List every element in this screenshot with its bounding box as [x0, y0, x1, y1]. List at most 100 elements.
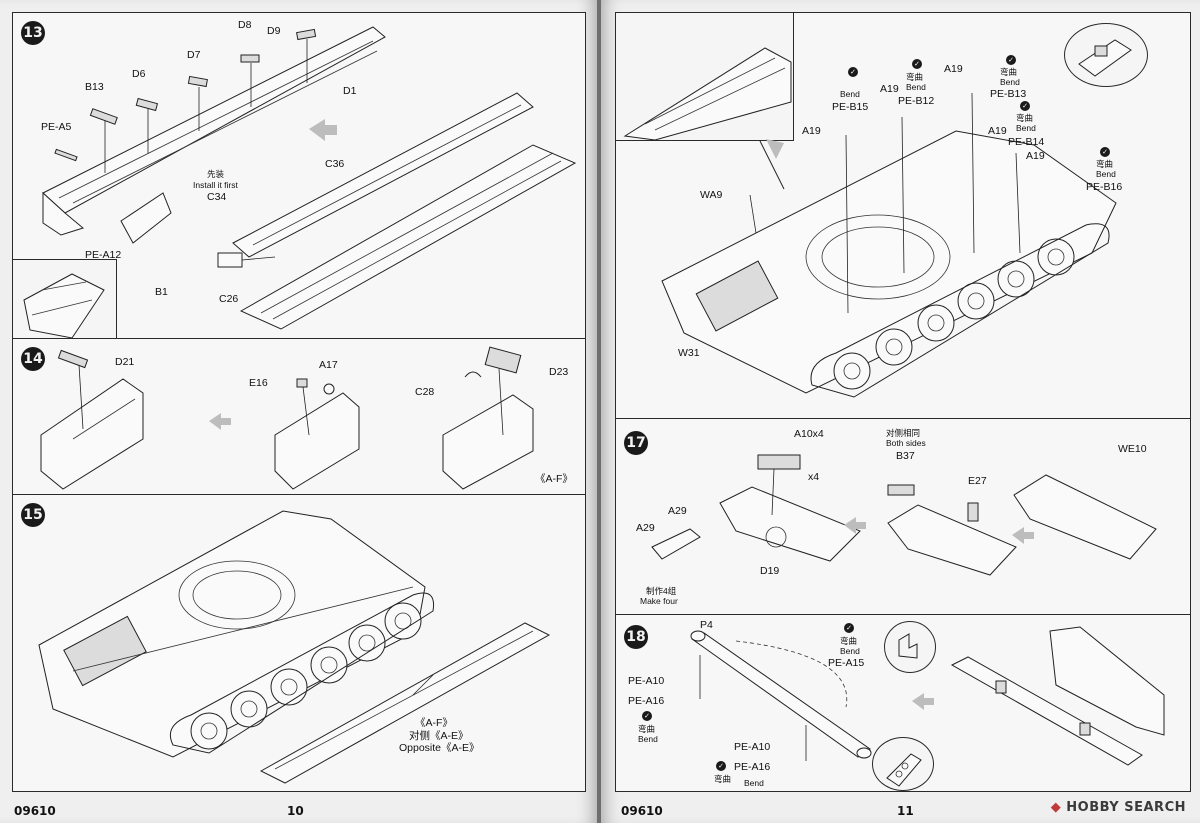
ref-a-f-main: 《A-F》 [415, 717, 453, 729]
label-a10x4: A10x4 [794, 428, 824, 440]
road-wheels [833, 238, 1075, 390]
make-four-cn: 制作4组 [646, 586, 677, 596]
left-page: 13 [0, 0, 597, 823]
bend-en: Bend [744, 778, 764, 788]
watermark-logo-icon: ◆ [1050, 800, 1062, 815]
bend-cn: 弯曲 [1096, 159, 1114, 169]
label-w31: W31 [678, 347, 700, 359]
pe-a12-detail-drawing [23, 273, 105, 339]
bend-icon: ✓ [1020, 101, 1030, 111]
bend-en: Bend [1016, 123, 1036, 133]
step-14-panel: 14 D21 A17 E16 C28 [12, 338, 586, 496]
step-13-drawing [42, 26, 577, 330]
label-pe-a12: PE-A12 [85, 249, 122, 261]
pe-a15-detail-inset [884, 621, 936, 673]
label-pe-b14: PE-B14 [1008, 136, 1045, 148]
bend-icon: ✓ [848, 67, 858, 77]
label-b1: B1 [155, 286, 168, 298]
hinge-detail-drawing [1078, 39, 1132, 77]
label-pe-a5: PE-A5 [41, 121, 72, 133]
site-watermark: ◆ HOBBY SEARCH [1051, 800, 1186, 815]
road-wheels [190, 602, 422, 750]
label-x4: x4 [808, 471, 820, 483]
label-pe-b16: PE-B16 [1086, 181, 1123, 193]
label-a17: A17 [319, 359, 338, 371]
label-pe-a10: PE-A10 [628, 675, 665, 687]
bend-en: Bend [906, 82, 926, 92]
opposite-cn: 对侧《A-E》 [409, 730, 469, 742]
bend-cn: 弯曲 [1016, 113, 1034, 123]
label-d19: D19 [760, 565, 780, 577]
label-b13: B13 [85, 81, 104, 93]
bend-cn: 弯曲 [638, 724, 656, 734]
label-pe-a10: PE-A10 [734, 741, 771, 753]
bend-en: Bend [638, 734, 658, 744]
step-13-panel: 13 [12, 12, 586, 340]
step-18-drawing [690, 626, 1165, 766]
bend-cn: 弯曲 [840, 636, 858, 646]
step-number: 14 [21, 347, 45, 371]
step-15-panel: 15 [12, 494, 586, 792]
label-pe-a16: PE-A16 [734, 761, 771, 773]
catalog-number-left: 09610 [14, 804, 56, 818]
watermark-suffix: SEARCH [1124, 800, 1186, 815]
step-16-drawing [661, 92, 1117, 398]
pe-a12-detail-inset [13, 259, 117, 339]
label-a19: A19 [988, 125, 1007, 137]
bend-icon: ✓ [1006, 55, 1016, 65]
ref-a-f: 《A-F》 [535, 473, 573, 485]
bend-cn: 弯曲 [714, 774, 732, 784]
step-15-drawing [38, 510, 551, 784]
pe-a16-detail-drawing [886, 753, 922, 787]
step-18-panel: 18 [615, 614, 1191, 792]
step-17-panel: 17 A10x4 x4 A29 A29 制 [615, 418, 1191, 616]
bend-cn: 弯曲 [906, 72, 924, 82]
step-number: 15 [21, 503, 45, 527]
bend-icon: ✓ [844, 623, 854, 633]
catalog-number-right: 09610 [621, 804, 663, 818]
label-pe-a15: PE-A15 [828, 657, 865, 669]
hinge-detail-inset [1064, 23, 1148, 87]
watermark-brand: HOBBY [1066, 800, 1120, 815]
opposite-en: Opposite《A-E》 [399, 742, 480, 754]
label-we10: WE10 [1118, 443, 1147, 455]
book-gutter [597, 0, 601, 823]
label-c26: C26 [219, 293, 239, 305]
make-four-en: Make four [640, 596, 678, 606]
label-c36: C36 [325, 158, 345, 170]
bend-icon: ✓ [1100, 147, 1110, 157]
label-a19: A19 [1026, 150, 1045, 162]
label-d21: D21 [115, 356, 135, 368]
label-d1: D1 [343, 85, 357, 97]
step-16-panel: 16 [615, 12, 1191, 420]
page-number-right: 11 [897, 804, 914, 818]
label-wa9: WA9 [700, 189, 723, 201]
install-first-en: Install it first [193, 180, 238, 190]
step-number: 13 [21, 21, 45, 45]
label-b37: B37 [896, 450, 915, 462]
label-pe-b12: PE-B12 [898, 95, 935, 107]
right-page: 16 [601, 0, 1200, 823]
label-a19: A19 [944, 63, 963, 75]
label-d23: D23 [549, 366, 569, 378]
step-number: 18 [624, 625, 648, 649]
step-14-drawing [40, 346, 534, 490]
bend-icon: ✓ [642, 711, 652, 721]
label-pe-a16: PE-A16 [628, 695, 665, 707]
rear-deck-detail-drawing [623, 47, 792, 140]
pe-a16-detail-inset [872, 737, 934, 791]
bend-en: Bend [840, 646, 860, 656]
both-sides-cn: 对侧相同 [886, 428, 921, 438]
label-d7: D7 [187, 49, 201, 61]
label-e27: E27 [968, 475, 987, 487]
label-a29: A29 [668, 505, 687, 517]
label-p4: P4 [700, 619, 713, 631]
page-number-left: 10 [287, 804, 304, 818]
label-d8: D8 [238, 19, 252, 31]
step-number: 17 [624, 431, 648, 455]
bend-icon: ✓ [912, 59, 922, 69]
bend-en: Bend [1096, 169, 1116, 179]
label-a19: A19 [880, 83, 899, 95]
label-pe-b15: PE-B15 [832, 101, 869, 113]
